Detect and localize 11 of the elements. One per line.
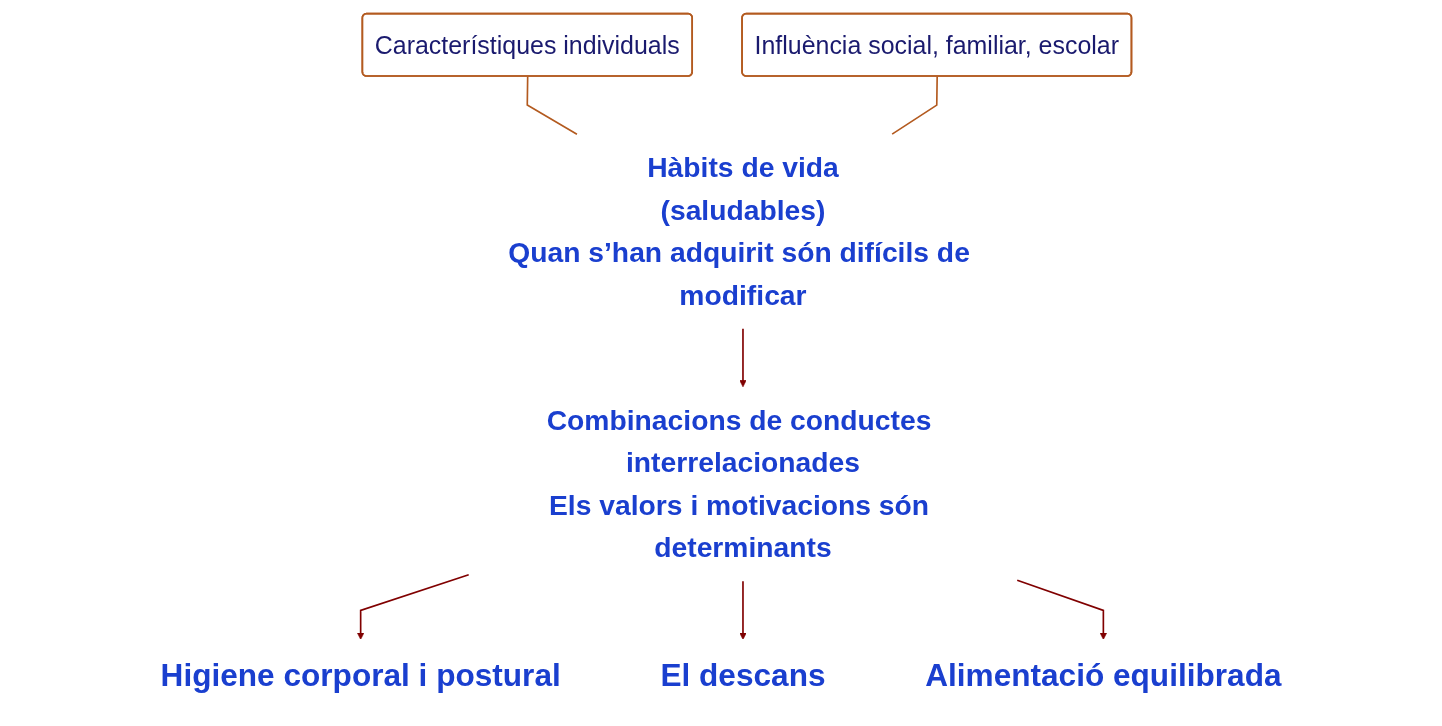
arrow <box>739 580 747 641</box>
arrow <box>356 574 470 641</box>
node-text: Hàbits de vida (saludables) Quan s’han adquirit són difícils de modificar <box>508 151 970 311</box>
arrow <box>739 328 747 388</box>
node-text: Alimentació equilibrada <box>925 658 1282 693</box>
arrow <box>1016 579 1107 641</box>
connector <box>891 75 938 136</box>
connector <box>526 75 578 136</box>
node-text: El descans <box>660 658 826 693</box>
node-text: Higiene corporal i postural <box>160 658 561 693</box>
node-text: Combinacions de conductes interrelacionades Els valors i motivacions són determinants <box>546 404 932 564</box>
